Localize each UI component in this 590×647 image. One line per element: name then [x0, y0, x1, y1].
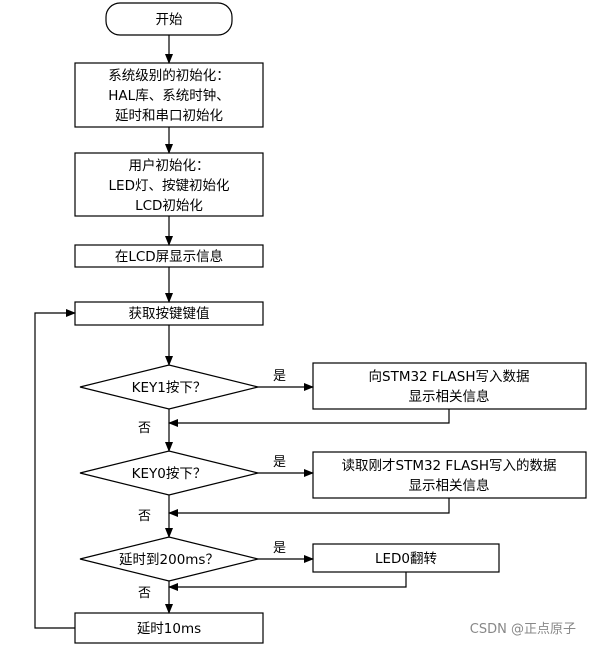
yes-label-2: 是	[273, 455, 286, 470]
return-from-read-flash	[168, 498, 450, 517]
key1-decision-label: KEY1按下？	[132, 380, 207, 396]
start-label: 开始	[156, 12, 183, 28]
system-init-box	[74, 62, 264, 128]
user-init-line1: 用户初始化：	[129, 157, 210, 174]
user-init-line2: LED灯、按键初始化	[109, 177, 230, 194]
key0-decision-label: KEY0按下？	[132, 466, 207, 482]
read-flash-line2: 显示相关信息	[409, 477, 490, 494]
system-init-line1: 系统级别的初始化：	[108, 67, 230, 84]
led0-toggle-box	[312, 543, 500, 573]
no-label-2: 否	[138, 509, 151, 524]
system-init-line2: HAL库、系统时钟、	[108, 87, 229, 104]
led0-toggle-label: LED0翻转	[375, 551, 437, 567]
no-label-1: 否	[138, 421, 151, 436]
system-init-line3: 延时和串口初始化	[115, 107, 223, 124]
write-flash-line2: 显示相关信息	[409, 388, 490, 405]
return-from-led0-toggle	[168, 572, 407, 591]
lcd-display-label: 在LCD屏显示信息	[115, 248, 223, 265]
delay-10ms-box	[74, 612, 264, 644]
watermark: CSDN @正点原子	[470, 622, 576, 637]
no-label-3: 否	[138, 586, 151, 601]
delay-200ms-decision-label: 延时到200ms？	[119, 552, 219, 568]
write-flash-line1: 向STM32 FLASH写入数据	[369, 369, 530, 385]
yes-label-1: 是	[273, 369, 286, 384]
return-from-write-flash	[168, 409, 450, 427]
get-key-label: 获取按键键值	[129, 306, 210, 322]
user-init-line3: LCD初始化	[135, 197, 203, 214]
delay-10ms-label: 延时10ms	[137, 621, 201, 637]
loop-back-arrow	[34, 309, 76, 629]
read-flash-line1: 读取刚才STM32 FLASH写入的数据	[342, 458, 557, 474]
yes-label-3: 是	[273, 541, 286, 556]
